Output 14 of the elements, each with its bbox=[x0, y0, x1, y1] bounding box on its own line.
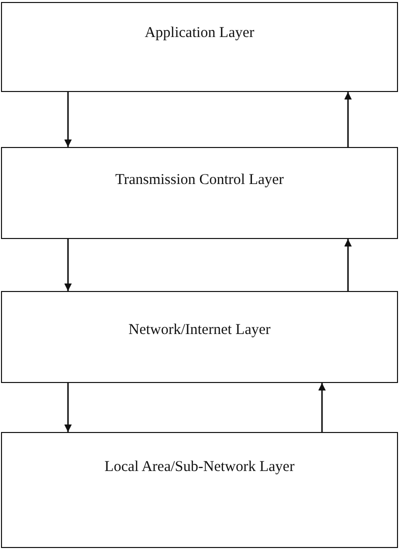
arrow bbox=[344, 239, 352, 291]
layer-label: Application Layer bbox=[144, 25, 256, 42]
layer-label: Local Area/Sub-Network Layer bbox=[104, 459, 296, 476]
arrow bbox=[64, 383, 72, 432]
layer-box bbox=[1, 432, 398, 548]
arrow bbox=[64, 92, 72, 147]
arrow bbox=[318, 383, 326, 432]
layer-box bbox=[1, 291, 398, 383]
arrow bbox=[64, 239, 72, 291]
layer-box bbox=[1, 147, 398, 239]
layer-label: Network/Internet Layer bbox=[127, 322, 272, 339]
arrow bbox=[344, 92, 352, 147]
layer-label: Transmission Control Layer bbox=[114, 172, 285, 189]
layer-box bbox=[1, 2, 398, 92]
